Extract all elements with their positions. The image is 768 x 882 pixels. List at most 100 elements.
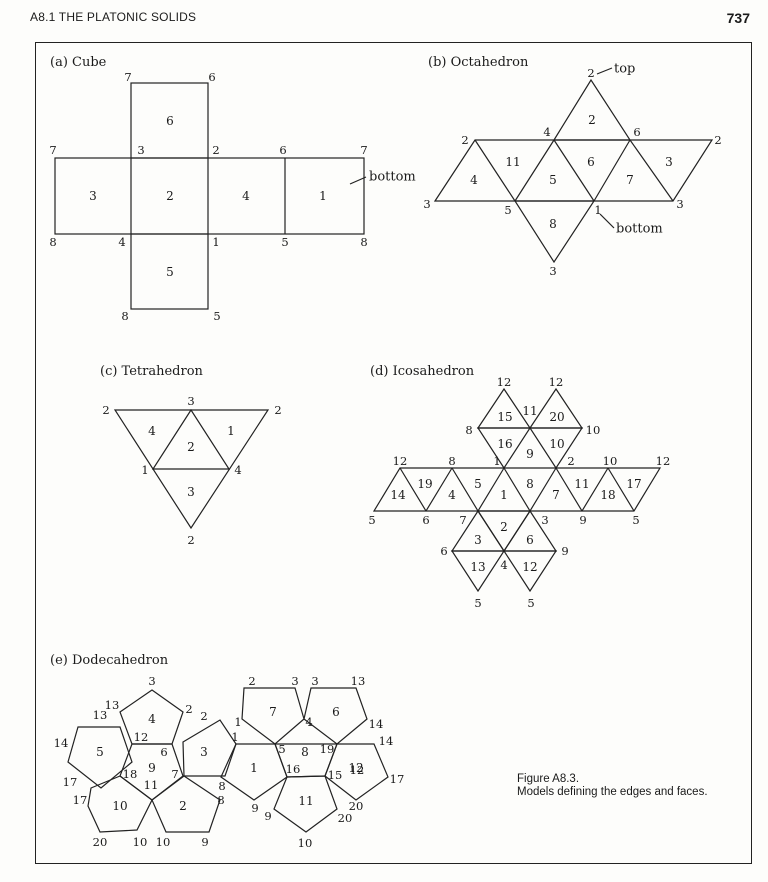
page-number: 737 [726,10,750,26]
dodecahedron-vertex-number: 3 [291,674,298,688]
icosahedron-vertex-number: 6 [422,513,429,527]
icosahedron-vertex-number: 10 [586,423,601,437]
dodecahedron-vertex-number: 10 [156,835,171,849]
octahedron-face-labels: 2 11 6 3 4 5 7 8 [470,113,673,231]
dodecahedron-vertex-number: 3 [311,674,318,688]
tetrahedron-face-number: 1 [227,424,235,438]
icosahedron-face-labels: 15 11 20 16 9 10 19 4 5 1 8 7 11 18 17 1… [390,404,641,574]
dodecahedron-vertex-number: 2 [185,702,192,716]
icosahedron-face-number: 6 [526,533,534,547]
dodecahedron-vertex-number: 14 [54,736,69,750]
icosahedron-vertex-labels: 12 12 8 10 12 8 1 2 10 12 5 6 7 3 9 5 6 … [368,375,670,610]
icosahedron-face [502,550,558,593]
dodecahedron-vertex-number: 18 [123,767,138,781]
icosahedron-face [528,427,584,470]
octahedron-face-number: 11 [505,155,520,169]
cube-vertex-number: 4 [118,235,125,249]
icosahedron-edge [555,467,583,512]
octahedron-net [433,67,714,264]
icosahedron-net [372,387,662,593]
icosahedron-face-number: 7 [552,488,560,502]
tetrahedron-face-number: 2 [187,440,195,454]
icosahedron-edge [529,467,557,512]
icosahedron-vertex-number: 3 [541,513,548,527]
tetrahedron-vertex-number: 2 [274,403,281,417]
octahedron-face-number: 5 [549,173,557,187]
icosahedron-vertex-number: 6 [440,544,447,558]
tetrahedron-face-labels: 4 2 1 3 [148,424,235,499]
dodecahedron-face-number: 8 [301,745,309,759]
icosahedron-face-number: 9 [526,447,534,461]
dodecahedron-vertex-number: 4 [305,715,312,729]
cube-callout-line [349,176,367,185]
dodecahedron-face [67,726,133,789]
octahedron-top-face [552,78,632,141]
tetrahedron-vertex-number: 3 [187,394,194,408]
icosahedron-face-number: 1 [500,488,508,502]
dodecahedron-vertex-number: 10 [133,835,148,849]
dodecahedron-vertex-number: 20 [338,811,353,825]
tetrahedron-vertex-number: 1 [141,463,148,477]
tetrahedron-face-number: 4 [148,424,156,438]
octahedron-edge [553,139,595,202]
cube-face-labels: 6 3 2 4 1 5 [89,114,327,279]
octahedron-vertex-number: 5 [504,203,511,217]
icosahedron-vertex-number: 12 [656,454,671,468]
dodecahedron-vertex-number: 19 [320,742,335,756]
cube-face-number: 1 [319,189,327,203]
icosahedron-face [476,427,532,470]
icosahedron-vertex-number: 5 [527,596,534,610]
dodecahedron-vertex-number: 1 [231,730,238,744]
cube-vertex-number: 5 [213,309,220,323]
dodecahedron-face-number: 4 [148,712,156,726]
dodecahedron-vertex-number: 9 [251,801,258,815]
tetrahedron-vertex-number: 2 [187,533,194,547]
octahedron-callout-line [596,67,613,75]
octahedron-vertex-number: 1 [594,203,601,217]
panel-label-tetrahedron: (c) Tetrahedron [100,364,204,379]
icosahedron-edge [425,467,453,512]
octahedron-vertex-number: 2 [714,133,721,147]
icosahedron-face-number: 14 [390,488,406,502]
dodecahedron-vertex-number: 13 [105,698,120,712]
cube-callout-bottom: bottom [369,170,416,185]
dodecahedron-vertex-number: 12 [134,730,149,744]
cube-net [54,82,367,310]
panel-label-cube: (a) Cube [50,55,107,70]
dodecahedron-net [67,687,389,833]
icosahedron-vertex-number: 5 [474,596,481,610]
dodecahedron-vertex-number: 2 [200,709,207,723]
tetrahedron-net [113,408,270,530]
figure-caption-text: Models defining the edges and faces. [517,786,708,798]
cube-vertex-number: 5 [281,235,288,249]
octahedron-vertex-number: 6 [633,125,640,139]
cube-vertex-number: 8 [121,309,128,323]
dodecahedron-vertex-number: 17 [63,775,78,789]
dodecahedron-vertex-number: 9 [201,835,208,849]
icosahedron-face-number: 10 [549,437,564,451]
octahedron-edge [514,139,555,202]
tetrahedron-vertex-number: 4 [234,463,241,477]
dodecahedron-face [87,775,153,833]
icosahedron-face-number: 11 [574,477,589,491]
cube-vertex-number: 6 [208,70,215,84]
icosahedron-vertex-number: 1 [493,454,500,468]
icosahedron-vertex-number: 12 [393,454,408,468]
cube-face-number: 5 [166,265,174,279]
figure-caption-title: Figure A8.3. [517,773,580,785]
dodecahedron-face [273,775,338,833]
dodecahedron-face-number: 9 [148,761,156,775]
dodecahedron-face-number: 2 [179,799,187,813]
icosahedron-face-number: 5 [474,477,482,491]
octahedron-bottom-face [513,200,596,264]
dodecahedron-vertex-number: 10 [298,836,313,850]
icosahedron-face [450,550,506,593]
octahedron-vertex-number: 2 [587,66,594,80]
dodecahedron-vertex-number: 2 [248,674,255,688]
dodecahedron-face-number: 10 [112,799,127,813]
dodecahedron-vertex-number: 7 [171,767,178,781]
dodecahedron-vertex-number: 15 [328,768,343,782]
dodecahedron-face [151,775,221,833]
octahedron-face-number: 7 [626,173,634,187]
icosahedron-vertex-number: 12 [549,375,564,389]
